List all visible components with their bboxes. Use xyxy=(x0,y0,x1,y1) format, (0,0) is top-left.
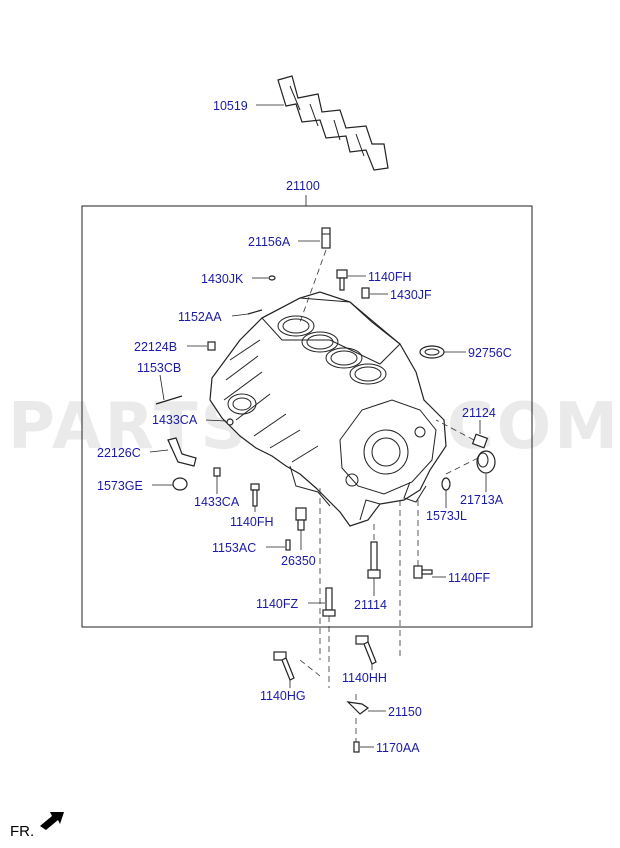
callout-26350[interactable]: 26350 xyxy=(281,554,316,568)
bolt-1140ff[interactable] xyxy=(413,565,433,579)
bolt-1140hh[interactable] xyxy=(355,635,377,665)
gasket-10519[interactable] xyxy=(277,75,389,171)
callout-1430jk[interactable]: 1430JK xyxy=(201,272,244,286)
bolt-1140fh-lower[interactable] xyxy=(250,483,260,507)
front-arrow-icon xyxy=(40,812,64,830)
callout-21156a[interactable]: 21156A xyxy=(248,235,291,249)
callout-1140hh[interactable]: 1140HH xyxy=(342,671,387,685)
leader-1433ca-upper xyxy=(205,419,227,422)
pin-1153ac[interactable] xyxy=(285,539,291,551)
plug-1573ge[interactable] xyxy=(172,477,188,491)
dowel-1433ca-lower[interactable] xyxy=(213,467,221,477)
callout-22124b[interactable]: 22124B xyxy=(134,340,177,354)
callout-1573ge[interactable]: 1573GE xyxy=(97,479,143,493)
direction-label: FR. xyxy=(10,823,34,840)
bolt-1140hg[interactable] xyxy=(273,651,295,681)
callout-21150[interactable]: 21150 xyxy=(388,705,422,719)
pin-1152aa[interactable] xyxy=(247,309,263,315)
callout-1433ca-lower[interactable]: 1433CA xyxy=(194,495,240,509)
callout-92756c[interactable]: 92756C xyxy=(468,346,512,360)
callout-21713a[interactable]: 21713A xyxy=(460,493,504,507)
callout-21100[interactable]: 21100 xyxy=(286,179,320,193)
bolt-1140fh-top[interactable] xyxy=(336,269,348,291)
plug-22124b[interactable] xyxy=(207,341,216,351)
stud-21156a[interactable] xyxy=(321,227,331,249)
callout-1153ac[interactable]: 1153AC xyxy=(212,541,256,555)
callout-1573jl[interactable]: 1573JL xyxy=(426,509,467,523)
callout-1433ca-upper[interactable]: 1433CA xyxy=(152,413,198,427)
callout-1152aa[interactable]: 1152AA xyxy=(178,310,222,324)
callout-1140fz[interactable]: 1140FZ xyxy=(256,597,299,611)
pipe-22126c[interactable] xyxy=(167,437,197,467)
bolt-1170aa[interactable] xyxy=(353,741,360,753)
callout-21114[interactable]: 21114 xyxy=(354,598,387,612)
callout-10519[interactable]: 10519 xyxy=(213,99,248,113)
callout-1140ff[interactable]: 1140FF xyxy=(448,571,491,585)
leader-22126c xyxy=(149,449,169,453)
callout-1430jf[interactable]: 1430JF xyxy=(390,288,432,302)
plug-1430jk[interactable] xyxy=(268,275,276,281)
bracket-21150[interactable] xyxy=(346,701,370,715)
dowel-1433ca-upper[interactable] xyxy=(226,418,234,426)
leader-1153cb xyxy=(159,374,165,401)
dash-21156a xyxy=(299,249,327,323)
leader-1152aa xyxy=(231,313,249,317)
assembly-frame xyxy=(81,205,533,628)
callout-1170aa[interactable]: 1170AA xyxy=(376,741,420,755)
pin-1153cb[interactable] xyxy=(155,395,183,405)
cap-21713a[interactable] xyxy=(476,450,496,474)
callout-1140fh-lower[interactable]: 1140FH xyxy=(230,515,274,529)
bolt-21114[interactable] xyxy=(367,541,381,579)
dash-21713a xyxy=(445,457,479,475)
dash-21124 xyxy=(435,419,475,441)
dash-guide-b xyxy=(299,659,321,677)
bolt-1140fz[interactable] xyxy=(322,587,336,617)
callout-1140hg[interactable]: 1140HG xyxy=(260,689,306,703)
callout-1153cb[interactable]: 1153CB xyxy=(137,361,181,375)
sensor-26350[interactable] xyxy=(295,507,307,531)
plug-21124[interactable] xyxy=(471,433,489,449)
callout-21124[interactable]: 21124 xyxy=(462,406,496,420)
plug-1430jf[interactable] xyxy=(361,287,370,299)
callout-22126c[interactable]: 22126C xyxy=(97,446,141,460)
callout-1140fh-top[interactable]: 1140FH xyxy=(368,270,412,284)
cylinder-block[interactable] xyxy=(209,291,447,527)
plug-1573jl[interactable] xyxy=(441,477,451,491)
seal-92756c[interactable] xyxy=(419,345,445,359)
